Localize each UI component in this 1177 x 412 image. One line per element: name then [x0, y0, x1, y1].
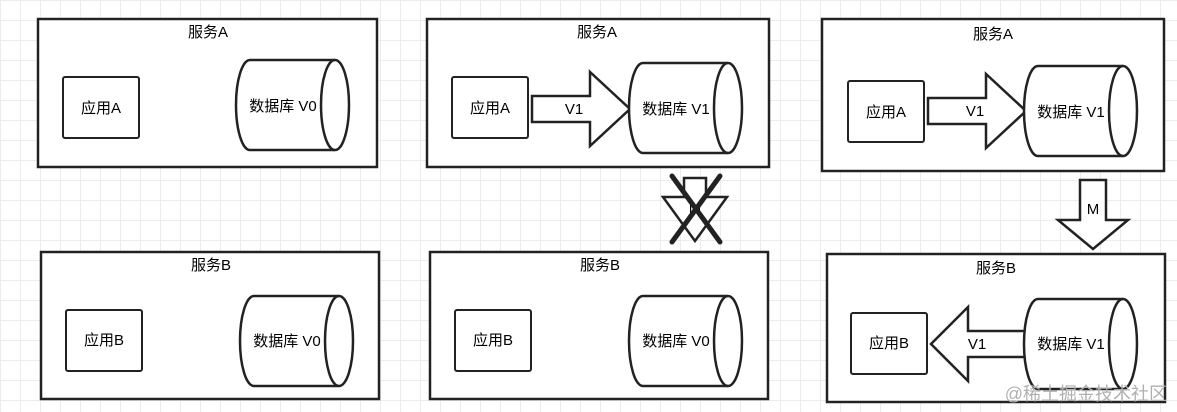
database-v0-cylinder: [238, 294, 355, 388]
service-a-title: 服务A: [577, 24, 617, 41]
service-b-title: 服务B: [191, 257, 231, 274]
app-a-box: [847, 80, 925, 143]
arrow-label: V1: [966, 103, 984, 120]
arrow-label: V1: [565, 101, 583, 118]
watermark: @稀土掘金技术社区: [1004, 384, 1167, 404]
middle-service-b: 服务B 应用B 数据库 V0: [428, 250, 770, 401]
database-v0-cylinder: [627, 294, 744, 388]
app-a-box: [62, 76, 140, 139]
middle-service-a: 服务A 应用A V1 数据库 V1: [425, 17, 771, 169]
migration-arrow: M: [1054, 178, 1132, 251]
right-arrow-icon: [926, 71, 1028, 151]
database-label: 数据库 V0: [253, 333, 321, 350]
right-service-b: 服务B 应用B V1 数据库 V1: [825, 252, 1167, 404]
left-service-b: 服务B 应用B 数据库 V0: [39, 250, 381, 401]
arrow-label: M: [1087, 201, 1100, 218]
app-a-label: 应用A: [81, 99, 121, 117]
service-a-title: 服务A: [188, 24, 228, 41]
left-arrow-icon: [929, 303, 1028, 385]
app-a-box: [451, 76, 529, 139]
database-v1-cylinder: [1022, 64, 1139, 158]
database-label: 数据库 V0: [249, 98, 317, 115]
down-arrow-icon: [1054, 178, 1132, 251]
app-b-label: 应用B: [473, 331, 513, 349]
service-a-title: 服务A: [973, 26, 1013, 43]
blocked-migration-arrow: M: [660, 173, 730, 245]
cross-icon: [669, 173, 723, 245]
service-b-title: 服务B: [580, 257, 620, 274]
database-v0-cylinder: [234, 58, 351, 152]
app-b-label: 应用B: [84, 331, 124, 349]
app-b-box: [850, 312, 928, 375]
database-label: 数据库 V1: [1037, 104, 1105, 121]
app-b-box: [454, 309, 532, 372]
database-label: 数据库 V1: [642, 101, 710, 118]
database-v1-cylinder: [1022, 297, 1139, 391]
right-arrow-icon: [530, 69, 632, 149]
app-a-label: 应用A: [866, 103, 906, 121]
app-a-label: 应用A: [470, 99, 510, 117]
arrow-label: V1: [968, 336, 986, 353]
database-label: 数据库 V1: [1037, 336, 1105, 353]
left-service-a: 服务A 应用A 数据库 V0: [36, 17, 379, 169]
app-b-box: [65, 309, 143, 372]
service-b-title: 服务B: [976, 260, 1016, 277]
app-b-label: 应用B: [869, 334, 909, 352]
database-v1-cylinder: [627, 61, 744, 155]
database-label: 数据库 V0: [642, 333, 710, 350]
right-service-a: 服务A 应用A V1 数据库 V1: [820, 17, 1166, 173]
